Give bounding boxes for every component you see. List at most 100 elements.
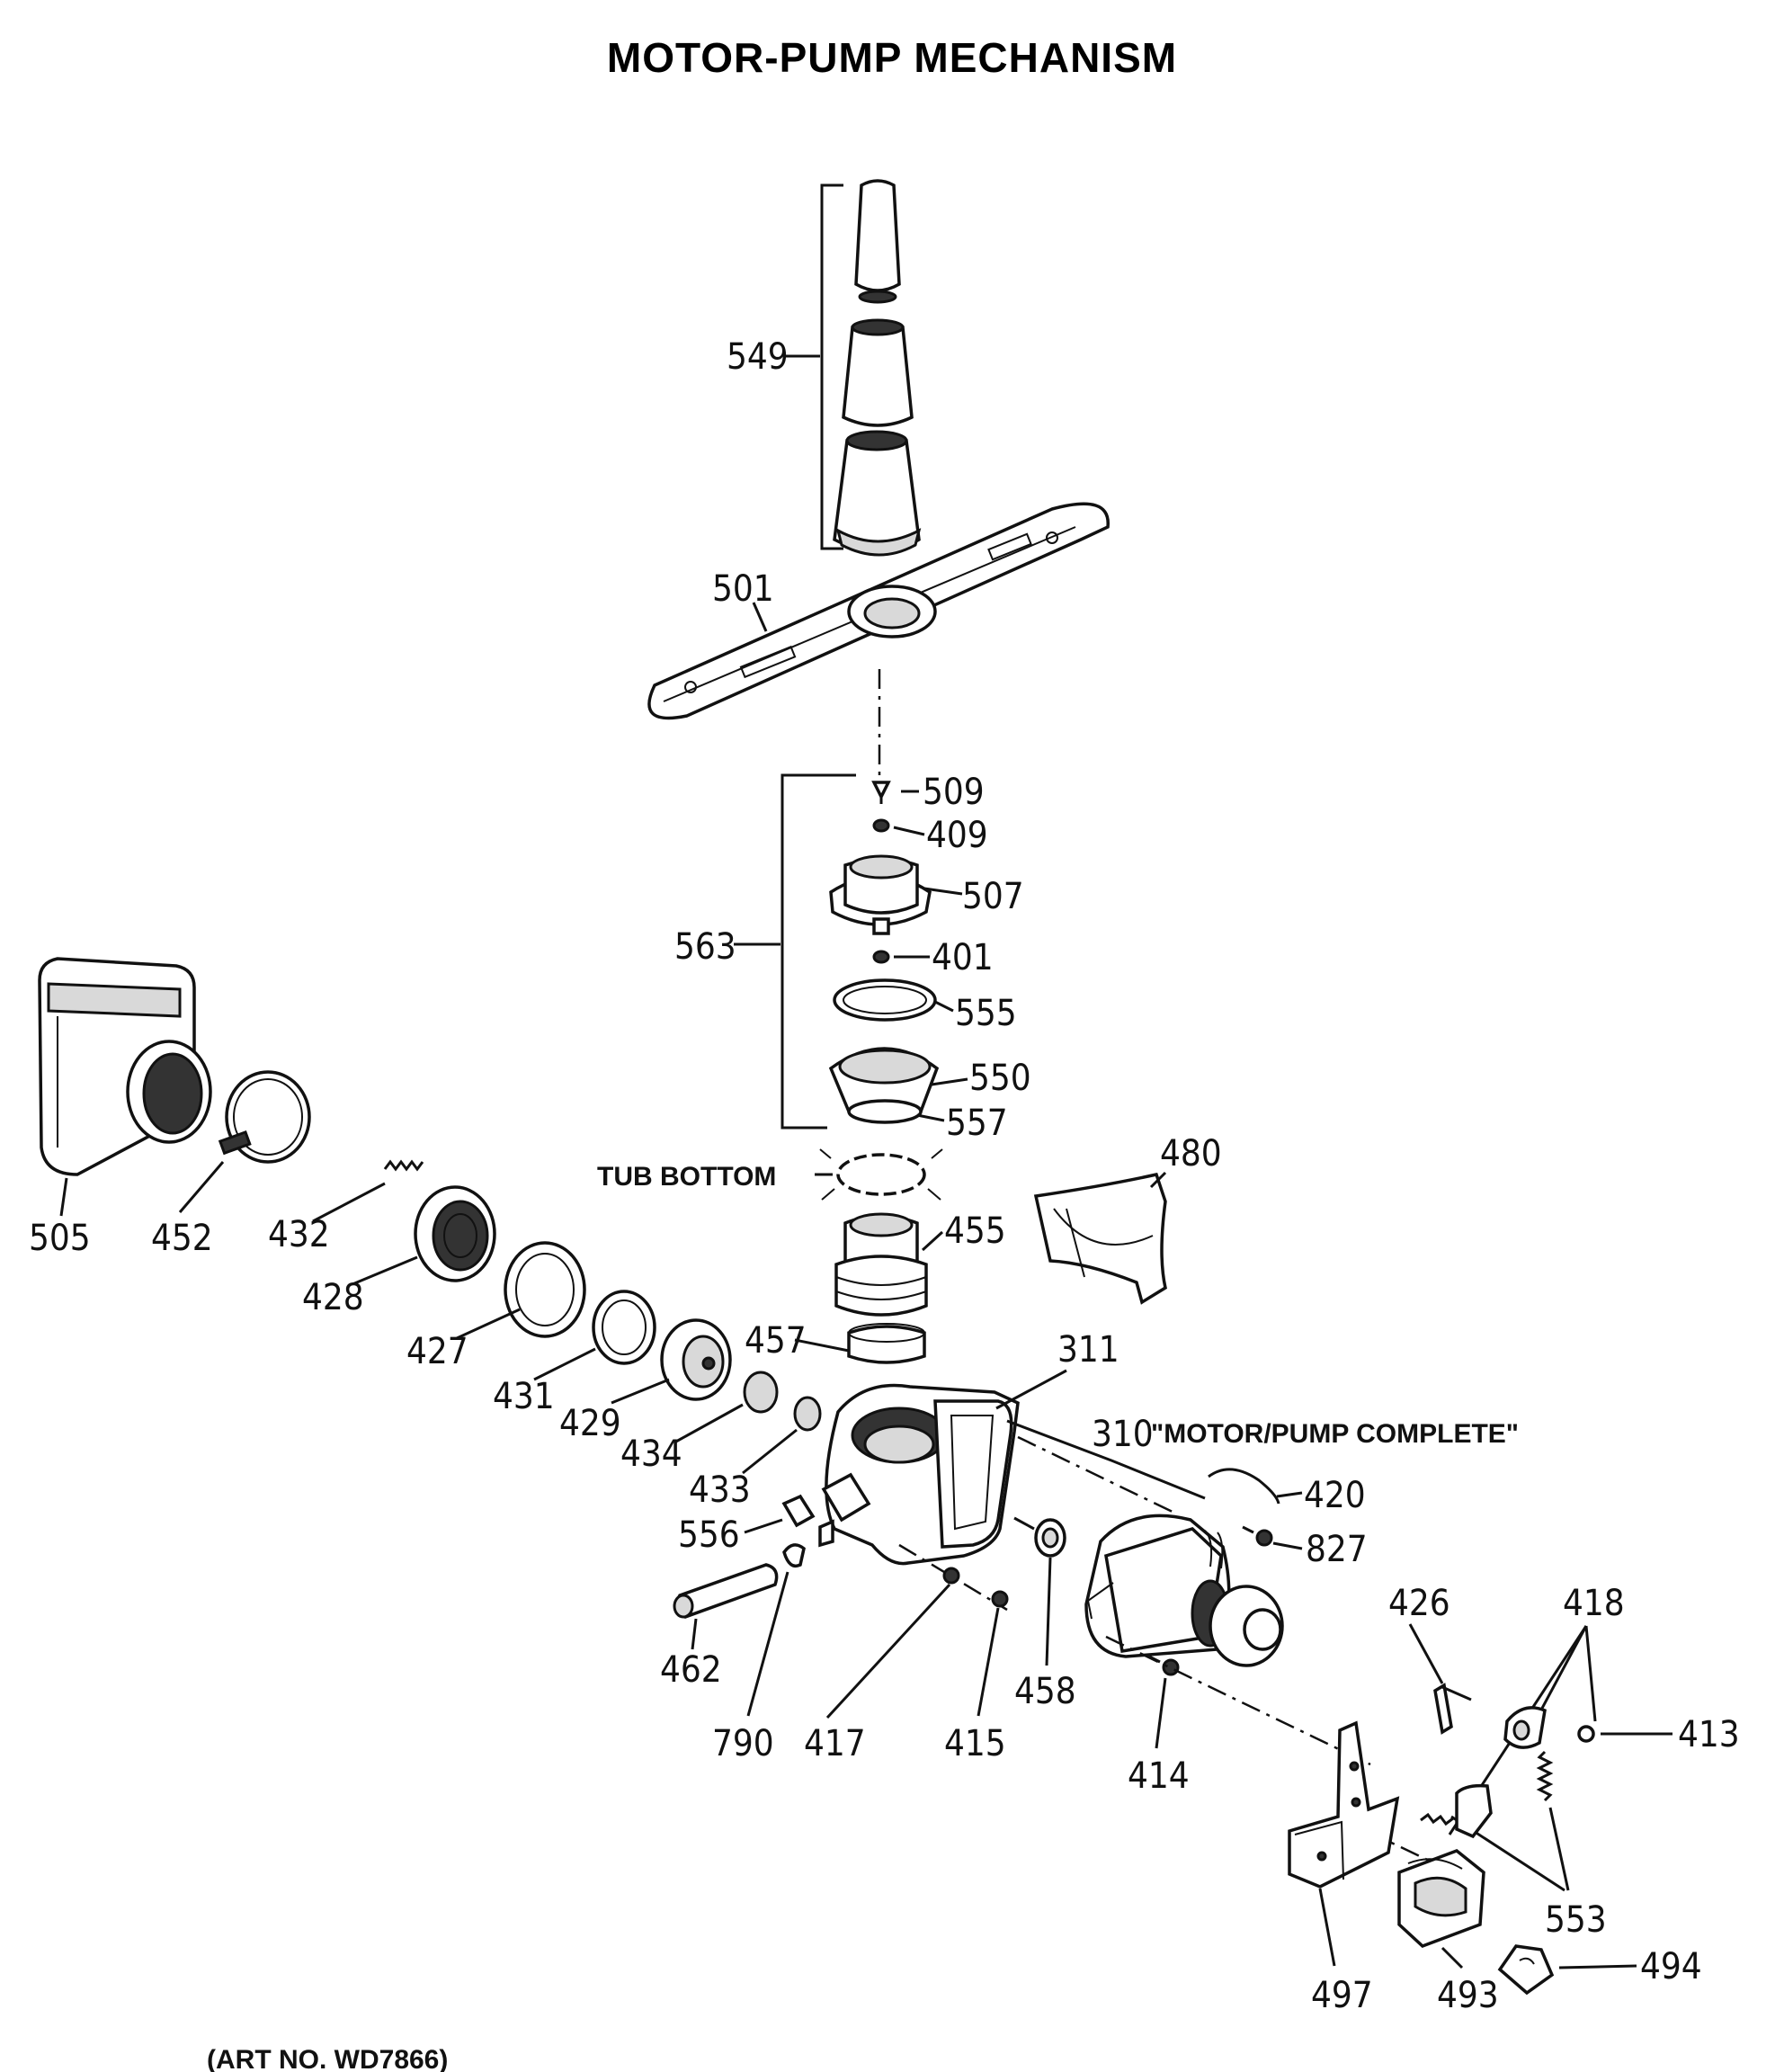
leader-429 bbox=[611, 1378, 670, 1405]
label-827: 827 bbox=[1306, 1529, 1368, 1570]
label-414: 414 bbox=[1128, 1755, 1190, 1797]
leader-494 bbox=[1558, 1964, 1637, 1969]
part-550-housing bbox=[828, 1047, 940, 1124]
leader-418-c bbox=[1584, 1625, 1597, 1722]
label-413: 413 bbox=[1678, 1714, 1740, 1755]
part-505-sump bbox=[38, 957, 212, 1176]
part-458-bolt bbox=[1013, 1516, 1035, 1531]
part-401-ball bbox=[872, 950, 890, 964]
leader-428 bbox=[352, 1255, 418, 1286]
leader-501 bbox=[752, 602, 768, 632]
part-497-bracket bbox=[1288, 1720, 1400, 1889]
part-509-screw bbox=[871, 781, 891, 804]
label-497: 497 bbox=[1311, 1975, 1373, 2016]
label-311: 311 bbox=[1057, 1329, 1119, 1371]
part-457-clamp-band bbox=[847, 1323, 926, 1364]
leader-414 bbox=[1155, 1677, 1167, 1749]
label-557: 557 bbox=[946, 1103, 1008, 1144]
label-509: 509 bbox=[923, 772, 985, 813]
leader-557 bbox=[916, 1113, 945, 1122]
leader-426 bbox=[1408, 1623, 1444, 1684]
label-549: 549 bbox=[727, 336, 789, 378]
bracket-310 bbox=[1006, 1419, 1206, 1500]
label-563: 563 bbox=[674, 926, 736, 968]
part-790-clip bbox=[782, 1543, 806, 1568]
leader-493 bbox=[1441, 1946, 1464, 1969]
part-553-spring-left bbox=[1420, 1812, 1454, 1826]
label-501: 501 bbox=[712, 568, 774, 610]
label-458: 458 bbox=[1014, 1671, 1076, 1712]
part-431-ring bbox=[592, 1290, 656, 1365]
label-505: 505 bbox=[29, 1218, 91, 1259]
label-427: 427 bbox=[406, 1331, 468, 1372]
part-458-seal bbox=[1034, 1518, 1066, 1558]
axis-bolt-line bbox=[898, 1543, 1008, 1612]
leader-433 bbox=[742, 1428, 798, 1475]
label-493: 493 bbox=[1437, 1975, 1499, 2016]
label-429: 429 bbox=[559, 1403, 621, 1444]
label-553: 553 bbox=[1545, 1899, 1607, 1941]
leader-452 bbox=[178, 1161, 225, 1213]
tub-bottom-callout: TUB BOTTOM bbox=[597, 1162, 776, 1192]
label-409: 409 bbox=[926, 815, 988, 856]
leader-827 bbox=[1272, 1541, 1303, 1550]
part-501-spray-arm bbox=[647, 502, 1110, 720]
part-493-solenoid bbox=[1397, 1849, 1485, 1949]
part-555-gasket bbox=[833, 978, 937, 1022]
leader-409 bbox=[893, 826, 925, 836]
page-title: MOTOR-PUMP MECHANISM bbox=[607, 34, 1177, 81]
label-455: 455 bbox=[944, 1210, 1006, 1252]
part-418-cam bbox=[1503, 1706, 1547, 1749]
part-427-seal bbox=[504, 1241, 586, 1338]
motor-pump-complete-callout: "MOTOR/PUMP COMPLETE" bbox=[1151, 1419, 1519, 1449]
leader-417 bbox=[825, 1583, 951, 1719]
leader-497 bbox=[1318, 1888, 1336, 1967]
label-452: 452 bbox=[151, 1218, 213, 1259]
leader-420 bbox=[1276, 1491, 1303, 1498]
leader-458 bbox=[1045, 1557, 1052, 1666]
part-432-spring bbox=[383, 1159, 424, 1172]
bracket-563 bbox=[780, 773, 856, 1130]
label-426: 426 bbox=[1388, 1583, 1450, 1624]
leader-556 bbox=[744, 1518, 783, 1534]
part-462-hose bbox=[673, 1563, 779, 1619]
part-428-impeller-cover bbox=[414, 1185, 496, 1282]
leader-505 bbox=[59, 1177, 68, 1217]
leader-553-b bbox=[1548, 1807, 1570, 1891]
part-452-clamp bbox=[218, 1070, 311, 1164]
label-432: 432 bbox=[268, 1214, 330, 1255]
part-429-impeller bbox=[660, 1318, 732, 1401]
label-401: 401 bbox=[932, 937, 994, 978]
label-415: 415 bbox=[944, 1723, 1006, 1764]
leader-550 bbox=[931, 1077, 968, 1086]
label-507: 507 bbox=[962, 876, 1024, 917]
label-457: 457 bbox=[745, 1320, 807, 1362]
label-556: 556 bbox=[678, 1514, 740, 1556]
label-431: 431 bbox=[493, 1376, 555, 1417]
leader-431 bbox=[533, 1347, 596, 1381]
leader-415 bbox=[977, 1607, 1000, 1717]
part-415-washer bbox=[991, 1590, 1009, 1608]
label-417: 417 bbox=[804, 1723, 866, 1764]
leader-434 bbox=[673, 1403, 744, 1444]
leader-790 bbox=[746, 1571, 789, 1717]
bracket-549 bbox=[820, 183, 843, 550]
leader-311 bbox=[995, 1369, 1067, 1410]
leader-480 bbox=[1149, 1171, 1167, 1189]
part-549-spray-tower bbox=[833, 179, 922, 557]
part-417-washer bbox=[942, 1567, 960, 1585]
part-553-spring-right bbox=[1536, 1750, 1554, 1802]
leader-427 bbox=[456, 1308, 521, 1340]
label-555: 555 bbox=[955, 993, 1017, 1034]
label-310: 310 bbox=[1092, 1414, 1154, 1455]
label-462: 462 bbox=[660, 1649, 722, 1691]
label-433: 433 bbox=[689, 1469, 751, 1511]
part-455-tower-housing bbox=[834, 1212, 928, 1317]
label-790: 790 bbox=[712, 1723, 774, 1764]
part-480-cover bbox=[1033, 1172, 1167, 1305]
part-507-hub bbox=[829, 854, 932, 935]
part-434-bushing bbox=[743, 1371, 779, 1414]
label-494: 494 bbox=[1640, 1946, 1702, 1987]
leader-432 bbox=[312, 1182, 386, 1223]
